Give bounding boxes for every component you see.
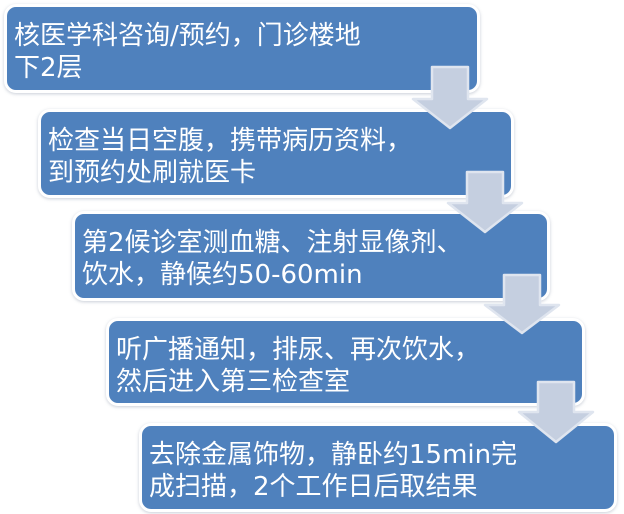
flow-step-5: 去除金属饰物，静卧约15min完 成扫描，2个工作日后取结果 [139, 423, 617, 512]
flow-step-1-line-2: 下2层 [14, 53, 83, 83]
flow-step-1: 核医学科咨询/预约，门诊楼地 下2层 [4, 4, 480, 93]
flow-step-1-line-1: 核医学科咨询/预约，门诊楼地 [14, 21, 361, 51]
flow-step-5-line-1: 去除金属饰物，静卧约15min完 [149, 440, 518, 470]
flow-step-2-line-2: 到预约处刷就医卡 [48, 158, 257, 188]
flow-step-3: 第2候诊室测血糖、注射显像剂、 饮水，静候约50-60min [72, 211, 550, 301]
flow-step-2: 检查当日空腹，携带病历资料， 到预约处刷就医卡 [38, 109, 514, 198]
flow-step-5-line-2: 成扫描，2个工作日后取结果 [149, 472, 478, 502]
flow-step-3-line-2: 饮水，静候约50-60min [82, 260, 363, 290]
flow-step-4: 听广播通知，排尿、再次饮水， 然后进入第三检查室 [106, 318, 585, 406]
flow-step-4-line-2: 然后进入第三检查室 [116, 367, 351, 397]
flow-step-4-line-1: 听广播通知，排尿、再次饮水， [116, 335, 481, 365]
flow-step-3-line-1: 第2候诊室测血糖、注射显像剂、 [82, 228, 463, 258]
flow-step-2-line-1: 检查当日空腹，携带病历资料， [48, 126, 413, 156]
